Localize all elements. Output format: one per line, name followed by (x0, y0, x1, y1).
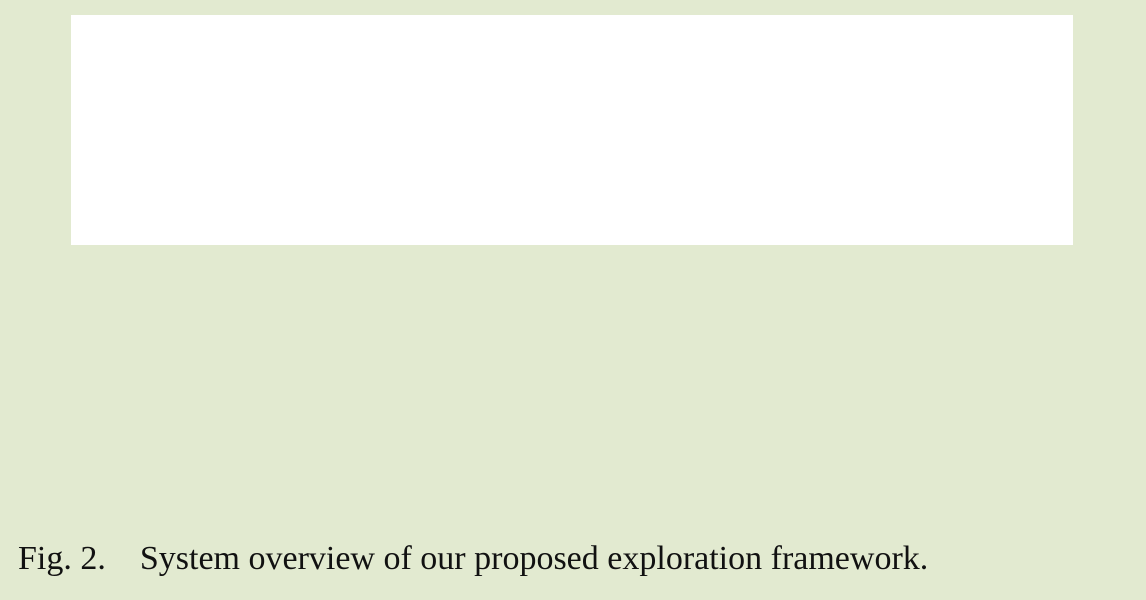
caption-text: System overview of our proposed explorat… (139, 540, 929, 577)
white-diagram-area (71, 15, 473, 245)
caption-number: Fig. 2. (18, 540, 106, 577)
figure-caption: Fig. 2. System overview of our proposed … (18, 540, 928, 578)
